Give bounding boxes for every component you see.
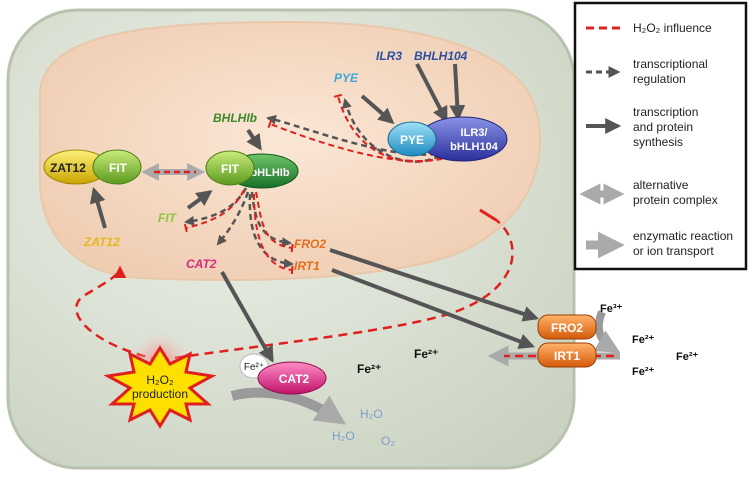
legend-synthesis-line2: and protein (633, 120, 693, 134)
bhlhib-arrow (246, 128, 262, 151)
fe2-outside-c: Fe²⁺ (632, 366, 655, 378)
legend-transcriptional-line2: regulation (633, 72, 686, 86)
pye-gene-label: PYE (334, 71, 359, 85)
h2o2-burst-line1: H₂O₂ (146, 373, 174, 387)
o2-product: O₂ (381, 434, 395, 448)
bhlhib-gene-label: BHLHIb (213, 111, 257, 125)
ilr3-protein-label: ILR3/ (461, 127, 488, 139)
irt1-gene-label: IRT1 (294, 259, 320, 273)
fro2-synthesis-arrow (329, 248, 540, 322)
bhlh104-arrow (449, 63, 466, 122)
irt1-synthesis-arrow (331, 268, 535, 349)
fro2-protein (537, 314, 597, 340)
h2o2-burst-line2: production (132, 387, 188, 401)
pye-arrow (360, 94, 395, 125)
zat12-gene-arrow (89, 186, 107, 229)
legend-box (573, 1, 748, 271)
irt1-protein (537, 342, 597, 368)
bhlh104-gene-label: BHLH104 (414, 49, 468, 63)
cat2-gene-label: CAT2 (186, 257, 217, 271)
h2o2-burst-icon (103, 345, 217, 429)
irt1-protein-label: IRT1 (554, 349, 580, 363)
fro2-protein-label: FRO2 (551, 321, 583, 335)
legend-alternative-line2: protein complex (633, 193, 718, 207)
nucleus (39, 20, 541, 282)
fe2-outside-b: Fe²⁺ (676, 351, 699, 363)
ilr3-gene-label: ILR3 (376, 49, 402, 63)
h2o-product-b: H₂O (332, 429, 355, 443)
pye-protein-label: PYE (400, 133, 424, 147)
cat2-synthesis-arrow (220, 271, 274, 363)
fit-gene-arrow (186, 190, 213, 210)
h2o2-inhibit-bar (479, 208, 497, 222)
fe2-cytosol-b: Fe²⁺ (357, 362, 381, 376)
bhlh104-protein-label: bHLH104 (450, 141, 499, 153)
h2o2-bhlhib-inhibit (267, 119, 453, 162)
pye-protein (387, 121, 437, 157)
ilr3-arrow (415, 63, 448, 123)
fe2-on-cat2-label: Fe²⁺ (244, 362, 264, 373)
h2o-product-a: H₂O (360, 407, 383, 421)
legend-synthesis-line1: transcription (633, 105, 698, 119)
legend-h2o2-label: H₂O₂ influence (633, 21, 712, 35)
h2o2-fit-inhibit (183, 189, 245, 233)
fit-to-fit-gene-reg (184, 187, 248, 226)
fit-protein-zat12 (92, 149, 142, 185)
h2o2-to-zat12-path (75, 265, 161, 362)
cat2-protein-label: CAT2 (279, 372, 310, 386)
ilr3-to-bhlhib-reg (266, 114, 447, 156)
fe2-cytosol-a: Fe²⁺ (414, 347, 438, 361)
fro2-reaction-arrow (593, 310, 621, 353)
zat12-protein-label: ZAT12 (50, 161, 86, 175)
fit-protein (205, 150, 255, 186)
fit-gene-label: FIT (158, 211, 178, 225)
bhlhib-protein-label: bHLHIb (250, 167, 289, 179)
fit-to-cat2-reg (216, 191, 250, 246)
cat2-protein (257, 361, 327, 395)
legend-synthesis-line3: synthesis (633, 135, 683, 149)
fe2-outside-a: Fe²⁺ (632, 334, 655, 346)
legend-enzymatic-line2: or ion transport (633, 244, 714, 258)
fit-protein-label: FIT (221, 162, 240, 176)
fit-to-fro2-reg (250, 191, 292, 248)
legend-enzymatic-line1: enzymatic reaction (633, 229, 733, 243)
cat2-reaction-arrow (230, 387, 346, 425)
legend-alternative-line1: alternative (633, 178, 689, 192)
legend-transcriptional-line1: transcriptional (633, 57, 708, 71)
fro2-gene-label: FRO2 (294, 237, 326, 251)
legend: H₂O₂ influence transcriptional regulatio… (573, 1, 748, 271)
h2o2-irt1-inhibit (253, 193, 294, 275)
fit-protein-zat12-label: FIT (109, 161, 128, 175)
zat12-gene-label: ZAT12 (83, 235, 120, 249)
h2o2-fro2-inhibit (255, 191, 294, 253)
fe3-outside: Fe³⁺ (600, 303, 623, 315)
fit-to-irt1-reg (248, 193, 294, 269)
